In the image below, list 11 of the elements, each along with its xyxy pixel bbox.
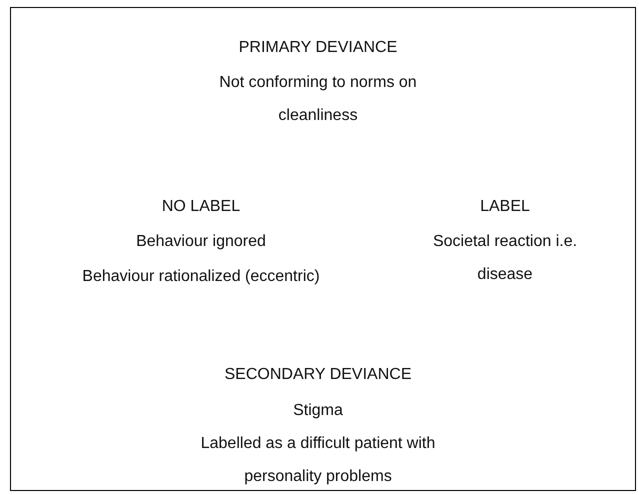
description-text: Labelled as a difficult patient with personality problems <box>200 434 436 487</box>
section-heading: PRIMARY DEVIANCE <box>238 38 398 58</box>
description-text: Stigma <box>292 401 344 421</box>
column-heading: NO LABEL <box>160 197 242 217</box>
description-text: Behaviour rationalized (eccentric) <box>81 267 321 287</box>
column-heading: LABEL <box>479 197 531 217</box>
section-heading: SECONDARY DEVIANCE <box>223 365 412 385</box>
description-text: Societal reaction i.e. disease <box>432 232 578 285</box>
frame-box <box>10 7 636 491</box>
description-text: Not conforming to norms on cleanliness <box>218 73 418 126</box>
description-text: Behaviour ignored <box>135 232 267 252</box>
